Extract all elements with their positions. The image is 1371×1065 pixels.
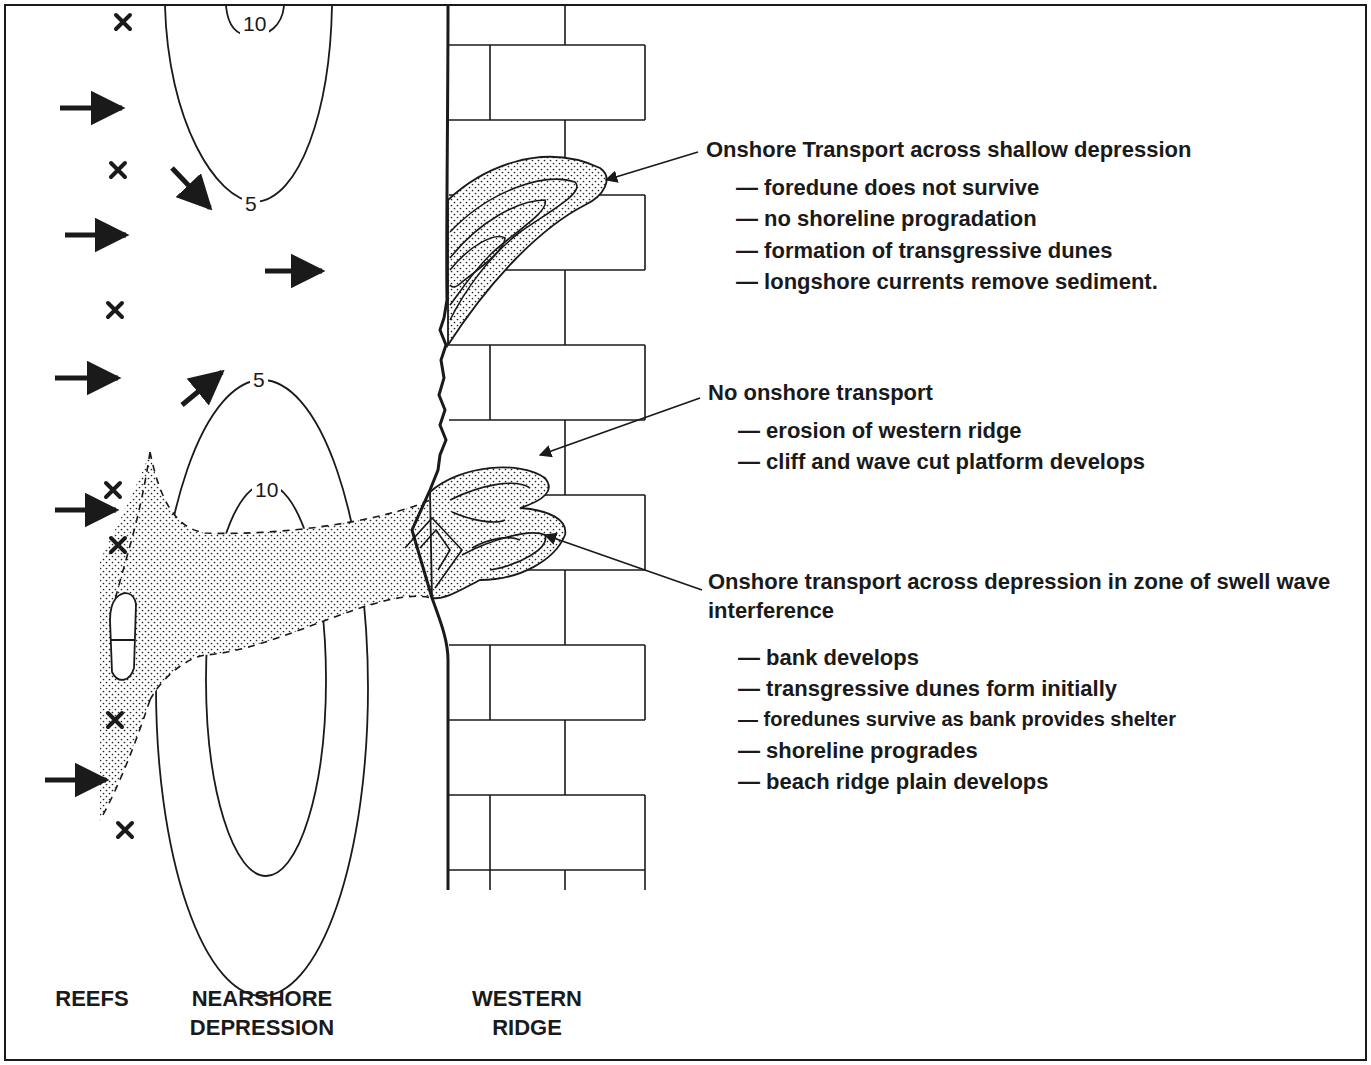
reef-marks	[106, 15, 132, 837]
annotation-bullet: — beach ridge plain develops	[738, 768, 1358, 797]
shoreline	[412, 6, 448, 890]
annotation-heading: Onshore transport across depression in z…	[708, 568, 1358, 625]
annotation-heading: No onshore transport	[708, 379, 1348, 408]
bank-boundary	[100, 452, 432, 820]
annotation-bullet: — no shoreline progradation	[736, 205, 1356, 234]
contour-value: 5	[242, 190, 260, 217]
annotation-bullet: — erosion of western ridge	[738, 417, 1358, 446]
contour-value: 5	[250, 366, 268, 393]
swell-arrows	[45, 108, 322, 780]
annotation-bullet: — shoreline progrades	[738, 737, 1358, 766]
sand-bank	[100, 452, 432, 820]
contour-value: 10	[252, 476, 281, 503]
depth-contours	[156, 6, 368, 996]
annotation-bullet: — formation of transgressive dunes	[736, 237, 1356, 266]
annotation-bullet: — transgressive dunes form initially	[738, 675, 1358, 704]
annotation-bullet: — foredunes survive as bank provides she…	[738, 706, 1363, 732]
annotation-bullet: — foredune does not survive	[736, 174, 1356, 203]
annotation-bullet: — longshore currents remove sediment.	[736, 268, 1356, 297]
ridge-bricks	[449, 6, 645, 890]
region-name: WESTERN RIDGE	[452, 985, 602, 1042]
transgressive-dune	[448, 157, 607, 345]
contour-value: 10	[240, 10, 269, 37]
frame	[5, 5, 1366, 1060]
annotation-bullet: — cliff and wave cut platform develops	[738, 448, 1358, 477]
reef-island	[110, 593, 136, 680]
region-name: NEARSHORE DEPRESSION	[167, 985, 357, 1042]
annotation-heading: Onshore Transport across shallow depress…	[706, 136, 1356, 165]
beach-ridge-dunes	[430, 467, 565, 598]
dune-contours	[450, 179, 577, 320]
region-name: REEFS	[37, 985, 147, 1014]
annotation-bullet: — bank develops	[738, 644, 1358, 673]
leader-arrows	[540, 152, 702, 590]
